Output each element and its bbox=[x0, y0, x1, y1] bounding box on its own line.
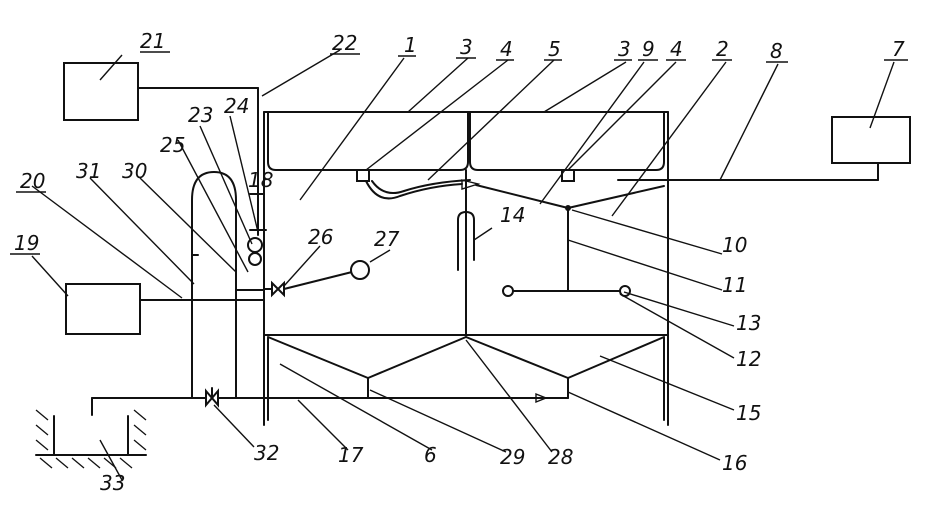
label-10: 10 bbox=[722, 233, 747, 257]
hopper-left-slope bbox=[267, 336, 369, 379]
label-21: 21 bbox=[140, 29, 165, 53]
label-4-right: 4 bbox=[670, 37, 683, 61]
pit-hatching bbox=[35, 409, 147, 469]
label-32: 32 bbox=[254, 441, 279, 465]
chamber-3-right bbox=[469, 111, 665, 171]
label-33: 33 bbox=[100, 471, 125, 495]
label-28: 28 bbox=[548, 445, 573, 469]
label-1: 1 bbox=[404, 33, 417, 57]
label-29: 29 bbox=[500, 445, 525, 469]
pit-33 bbox=[53, 415, 129, 456]
label-3-right: 3 bbox=[618, 37, 631, 61]
ball-27 bbox=[350, 260, 370, 280]
label-12: 12 bbox=[736, 347, 761, 371]
label-26: 26 bbox=[308, 225, 333, 249]
label-14: 14 bbox=[500, 203, 525, 227]
label-16: 16 bbox=[722, 451, 747, 475]
label-20: 20 bbox=[20, 169, 45, 193]
label-19: 19 bbox=[14, 231, 39, 255]
label-6: 6 bbox=[424, 443, 437, 467]
baffle-9 bbox=[475, 184, 569, 209]
chamber-3-left bbox=[267, 111, 469, 171]
label-11: 11 bbox=[722, 273, 747, 297]
float-12-left bbox=[502, 285, 514, 297]
label-2: 2 bbox=[716, 37, 729, 61]
label-9: 9 bbox=[642, 37, 655, 61]
curved-tube-5 bbox=[365, 180, 463, 200]
label-3-left: 3 bbox=[460, 35, 473, 59]
tube-5-arrow bbox=[461, 179, 481, 190]
label-27: 27 bbox=[374, 227, 400, 251]
label-31: 31 bbox=[76, 159, 101, 183]
unit-19-box bbox=[65, 283, 141, 335]
leader-lines bbox=[31, 49, 895, 481]
label-4-left: 4 bbox=[500, 37, 513, 61]
baffle-2 bbox=[567, 185, 665, 209]
nozzle-4-left bbox=[356, 169, 370, 182]
hopper-mid-slope bbox=[367, 336, 467, 379]
callout-labels: 21 22 1 3 4 5 3 9 4 2 8 7 18 24 23 25 30… bbox=[10, 29, 908, 495]
label-25: 25 bbox=[160, 133, 185, 157]
label-13: 13 bbox=[736, 311, 761, 335]
label-15: 15 bbox=[736, 401, 761, 425]
unit-21-box bbox=[63, 62, 139, 121]
hopper-right-slope-b bbox=[567, 336, 665, 379]
u-tube-14 bbox=[457, 210, 475, 271]
label-7: 7 bbox=[892, 37, 905, 61]
label-5: 5 bbox=[548, 37, 561, 61]
pump-23-lower bbox=[248, 252, 262, 266]
label-30: 30 bbox=[122, 159, 147, 183]
riser-31-30 bbox=[191, 170, 237, 399]
hopper-right-slope-a bbox=[465, 336, 569, 379]
arm-26-27 bbox=[283, 271, 353, 290]
label-18: 18 bbox=[248, 168, 273, 192]
pivot-10 bbox=[565, 205, 571, 211]
curved-tube-5-inner bbox=[371, 179, 471, 194]
label-22: 22 bbox=[332, 31, 357, 55]
label-23: 23 bbox=[188, 103, 213, 127]
drain-arrow bbox=[535, 392, 548, 404]
label-17: 17 bbox=[338, 443, 364, 467]
valve-26 bbox=[271, 280, 285, 298]
label-8: 8 bbox=[770, 39, 783, 63]
label-24: 24 bbox=[224, 94, 249, 118]
